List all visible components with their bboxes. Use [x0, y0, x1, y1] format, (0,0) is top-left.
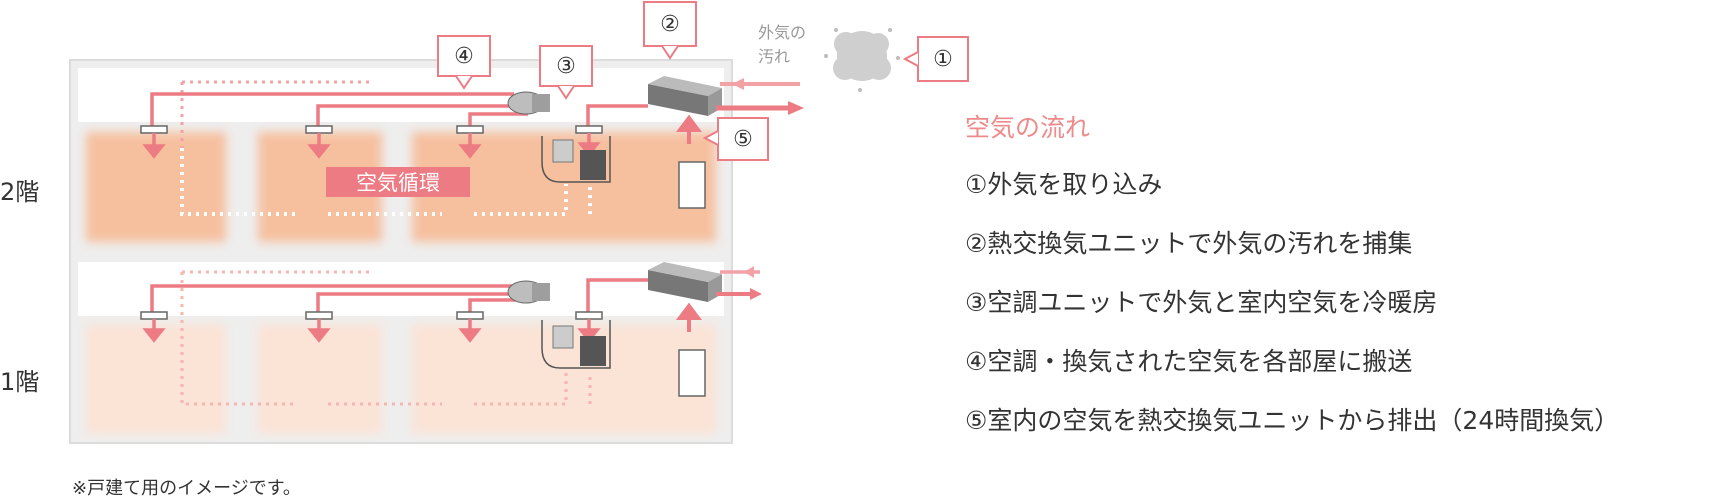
legend-item-5: ⑤室内の空気を熱交換気ユニットから排出（24時間換気）	[965, 406, 1620, 435]
circulation-label: 空気循環	[356, 171, 440, 195]
air-flow-legend: 空気の流れ ①外気を取り込み ②熱交換気ユニットで外気の汚れを捕集 ③空調ユニッ…	[965, 108, 1619, 461]
callout-3-text: ③	[556, 54, 576, 79]
window-lower	[678, 349, 706, 397]
ac-unit-upper	[541, 136, 611, 183]
outside-air-arrows	[716, 78, 804, 300]
circulation-path	[180, 148, 592, 216]
callout-4-text: ④	[454, 44, 474, 69]
callout-1-text: ①	[933, 47, 953, 72]
circulation-label-bg	[326, 167, 470, 197]
outside-air-label-2: 汚れ	[758, 47, 790, 66]
circulation-path-lower	[180, 270, 592, 406]
floor-label-2f: 2階	[0, 178, 40, 206]
legend-item-3: ③空調ユニットで外気と室内空気を冷暖房	[965, 288, 1438, 317]
duct-fan-upper	[507, 91, 550, 115]
lower-ceiling-space	[78, 262, 724, 316]
callout-2: ②	[643, 1, 697, 60]
callout-4: ④	[437, 35, 491, 90]
diffusers	[140, 125, 603, 320]
duct-fan-lower	[507, 280, 550, 304]
heat-exchanger-lower	[648, 262, 722, 302]
legend-item-4: ④空調・換気された空気を各部屋に搬送	[965, 347, 1413, 376]
exhaust-arrows	[676, 114, 702, 332]
floor-label-1f: 1階	[0, 368, 40, 396]
footnote: ※戸建て用のイメージです。	[72, 478, 301, 499]
callout-5: ⑤	[702, 117, 769, 161]
legend-title: 空気の流れ	[965, 113, 1091, 142]
callout-1: ①	[902, 36, 969, 82]
dirty-air-cloud	[824, 28, 900, 92]
legend-item-2: ②熱交換気ユニットで外気の汚れを捕集	[965, 229, 1413, 258]
callout-5-text: ⑤	[733, 127, 753, 152]
window-upper	[678, 161, 706, 209]
outside-air-label-1: 外気の	[758, 23, 806, 42]
callout-3: ③	[539, 45, 593, 100]
legend-item-1: ①外気を取り込み	[965, 170, 1163, 199]
callout-2-text: ②	[660, 12, 680, 37]
ac-unit-lower	[541, 320, 611, 369]
supply-arrows	[142, 133, 601, 343]
